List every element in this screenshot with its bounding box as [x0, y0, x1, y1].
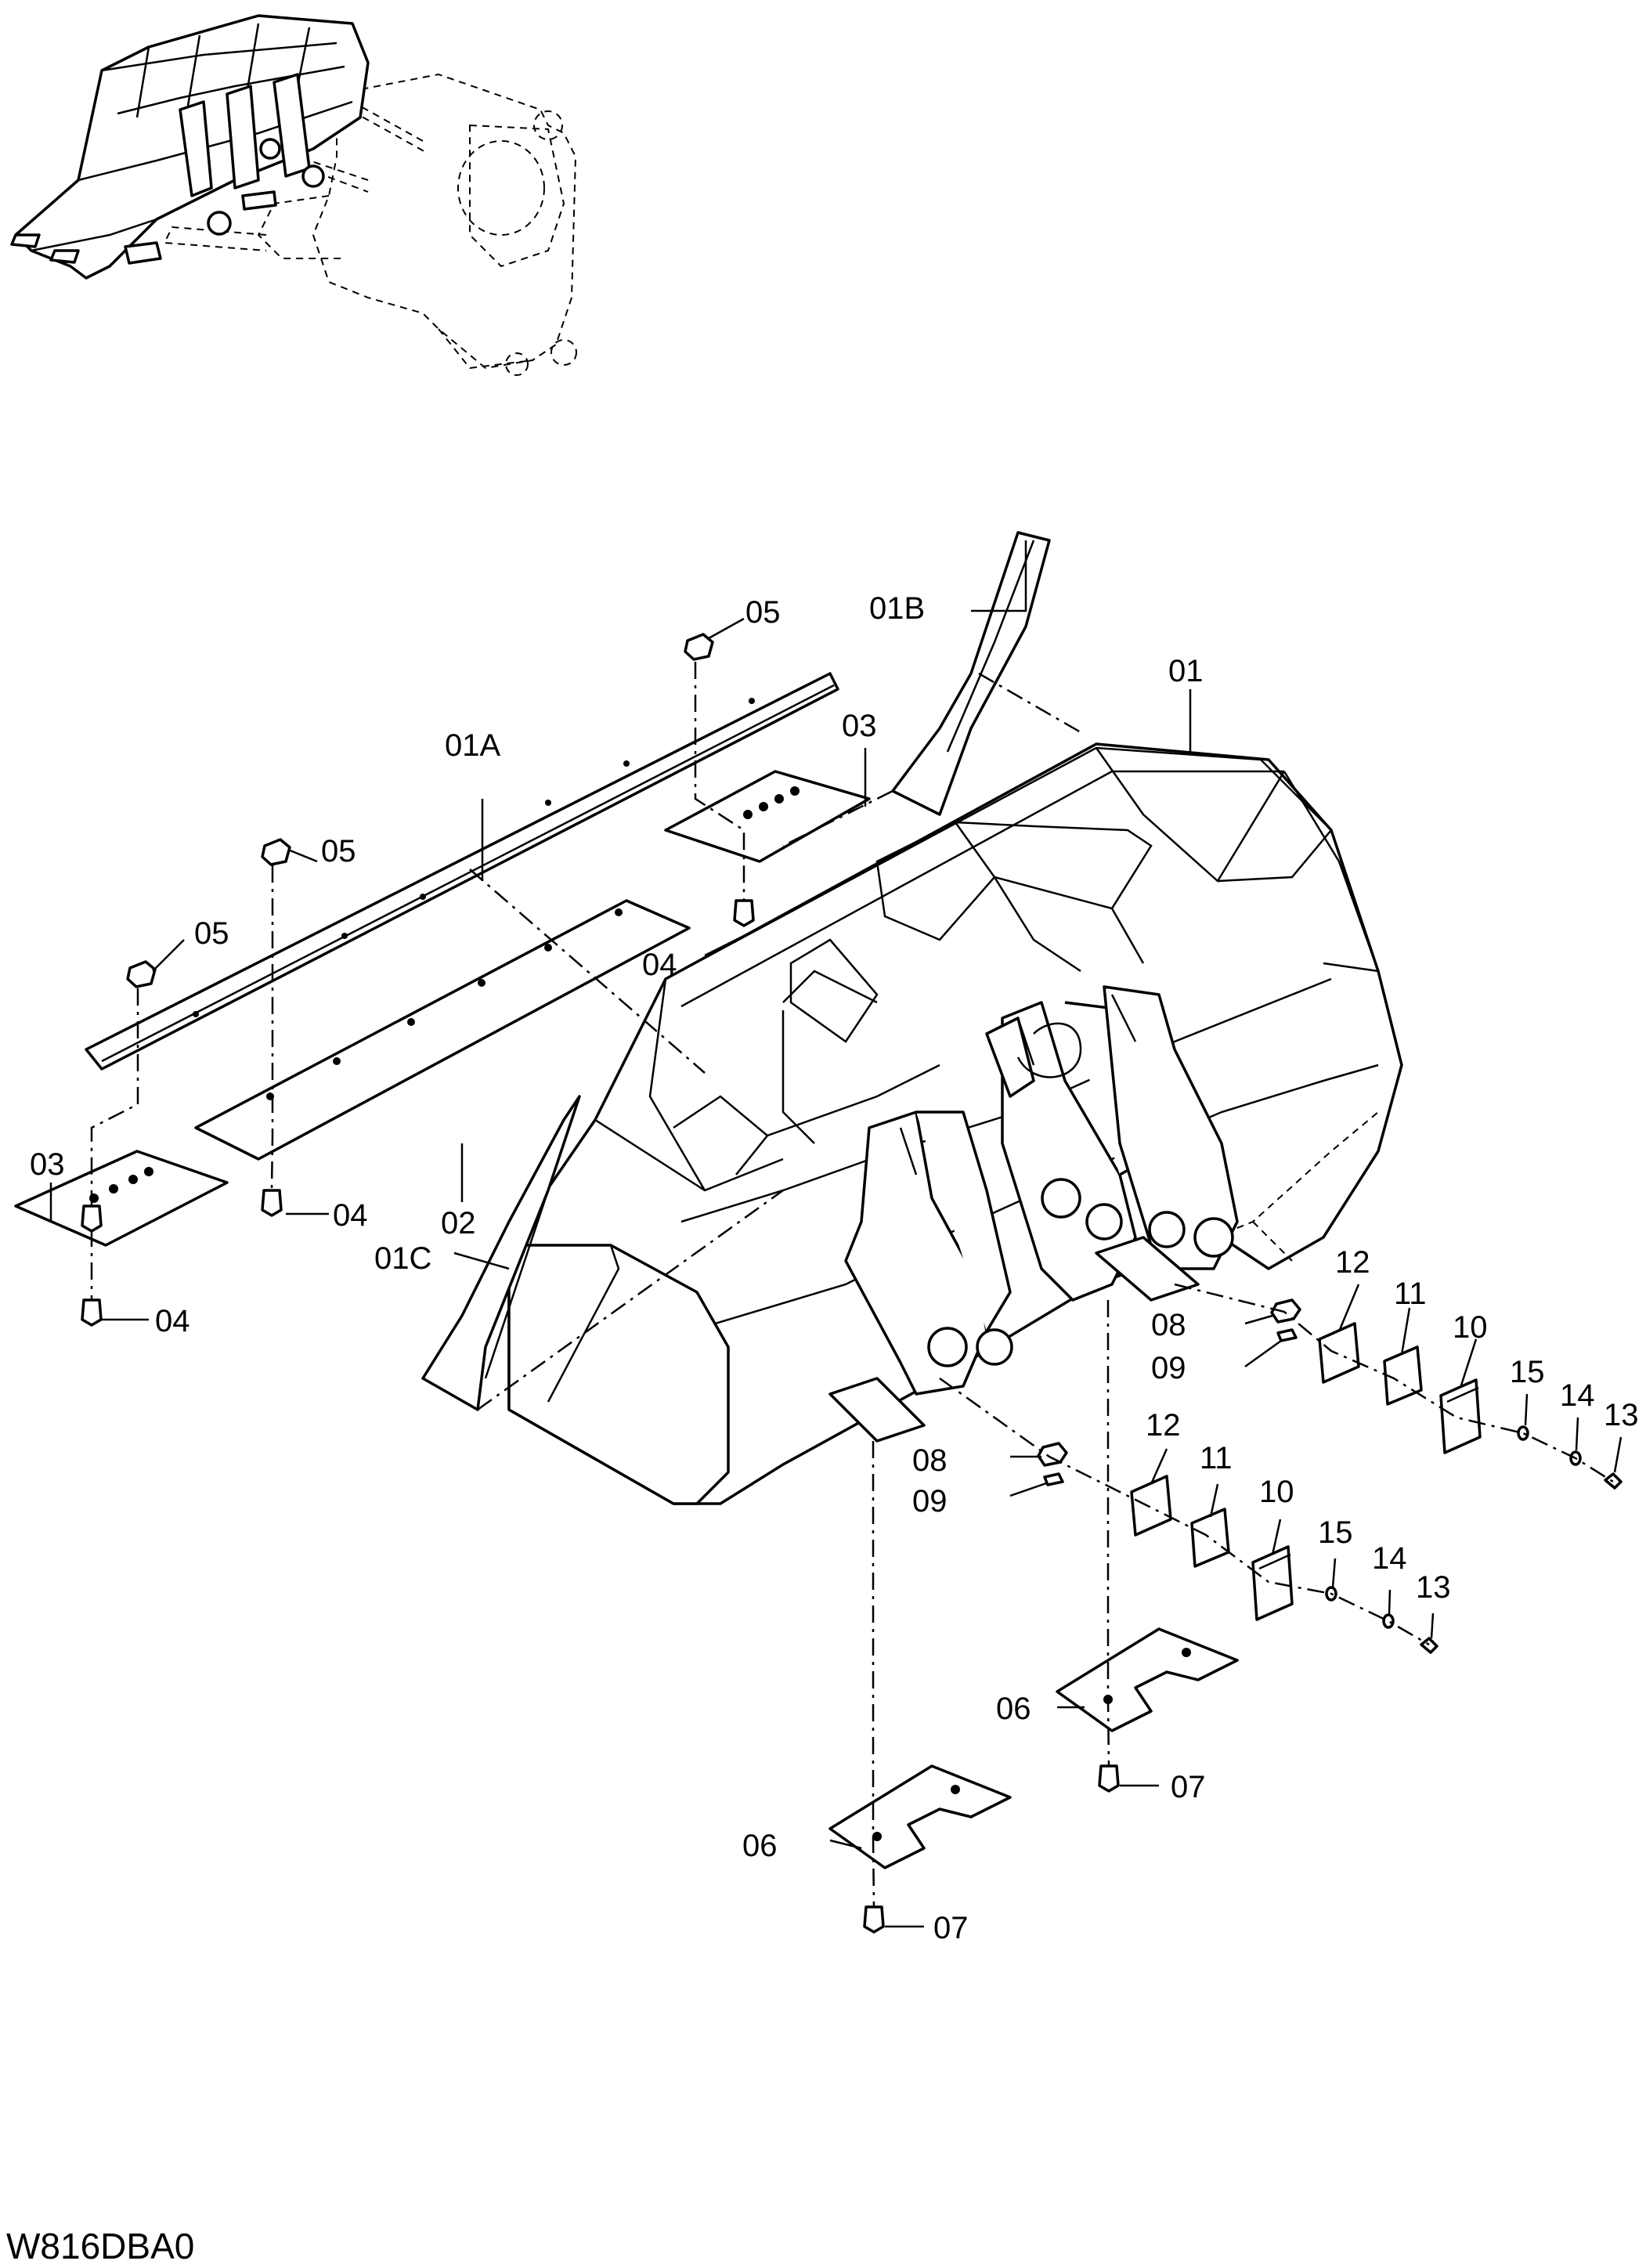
- bolt-07-left: [863, 1905, 885, 1934]
- cutting-edge-01A: [85, 672, 839, 1071]
- bolt-04-mid: [261, 1189, 283, 1217]
- callout-04-mid: 04: [333, 1198, 368, 1233]
- callout-14-lower: 14: [1372, 1541, 1407, 1576]
- callout-labels: 01 01B 01A 01C 02 03 03 04 04 04 05 05 0…: [30, 591, 1639, 1945]
- stopper-plate-06-left: [828, 1764, 1012, 1869]
- overview-thumbnail: [10, 14, 577, 376]
- callout-04-low: 04: [155, 1304, 190, 1338]
- callout-13-upper: 13: [1604, 1398, 1639, 1432]
- callout-15-upper: 15: [1510, 1355, 1545, 1389]
- bolt-04-left-seg: [81, 1204, 103, 1233]
- callout-06-right: 06: [996, 1692, 1031, 1726]
- stopper-plate-06-right: [1056, 1627, 1239, 1732]
- nut-05-low: [126, 960, 157, 988]
- callout-03-left: 03: [30, 1147, 65, 1182]
- assembly-lines: [90, 662, 1614, 1908]
- callout-08-lower: 08: [912, 1443, 948, 1478]
- callout-10-lower: 10: [1259, 1475, 1294, 1509]
- callout-08-upper: 08: [1151, 1308, 1186, 1342]
- edge-bolt-holes: [193, 698, 755, 1100]
- callout-05-top: 05: [745, 595, 781, 630]
- callout-06-left: 06: [742, 1829, 778, 1863]
- overview-bucket: [10, 14, 370, 280]
- drawing-code: W816DBA0: [6, 2226, 194, 2266]
- callout-09-lower: 09: [912, 1484, 948, 1519]
- bolt-04-low: [81, 1298, 103, 1327]
- callout-15-lower: 15: [1318, 1515, 1353, 1550]
- callout-14-upper: 14: [1560, 1378, 1595, 1413]
- callout-03-top: 03: [842, 709, 877, 743]
- bolt-07-right: [1098, 1764, 1120, 1793]
- callout-01C: 01C: [374, 1241, 431, 1276]
- callout-11-lower: 11: [1200, 1441, 1233, 1475]
- callout-05-low: 05: [194, 916, 229, 951]
- nut-05-mid: [261, 838, 291, 866]
- callout-13-lower: 13: [1416, 1570, 1451, 1605]
- segment-03-top: [664, 770, 871, 863]
- callout-05-mid: 05: [321, 834, 356, 869]
- nut-05-top: [684, 633, 714, 661]
- bolt-04-top: [733, 899, 755, 927]
- callout-02: 02: [441, 1206, 476, 1241]
- callout-11-upper: 11: [1394, 1277, 1427, 1311]
- bucket-hinge-brackets: [828, 985, 1239, 1443]
- callout-04-top: 04: [642, 948, 677, 982]
- callout-01: 01: [1168, 654, 1204, 688]
- callout-07-right: 07: [1171, 1770, 1206, 1804]
- side-cutter-01C: [421, 1095, 581, 1411]
- callout-10-upper: 10: [1453, 1310, 1488, 1345]
- callout-07-left: 07: [933, 1911, 969, 1945]
- side-cutter-01B: [891, 531, 1051, 816]
- leader-lines: [49, 540, 1623, 1928]
- loader-frame-ghost: [163, 73, 577, 376]
- callout-01B: 01B: [869, 591, 925, 626]
- callout-01A: 01A: [445, 728, 500, 763]
- cutting-edge-02: [194, 899, 691, 1161]
- shim-stack-lower: [1037, 1442, 1438, 1654]
- callout-12-upper: 12: [1335, 1245, 1370, 1280]
- callout-12-lower: 12: [1146, 1408, 1181, 1443]
- callout-09-upper: 09: [1151, 1351, 1186, 1385]
